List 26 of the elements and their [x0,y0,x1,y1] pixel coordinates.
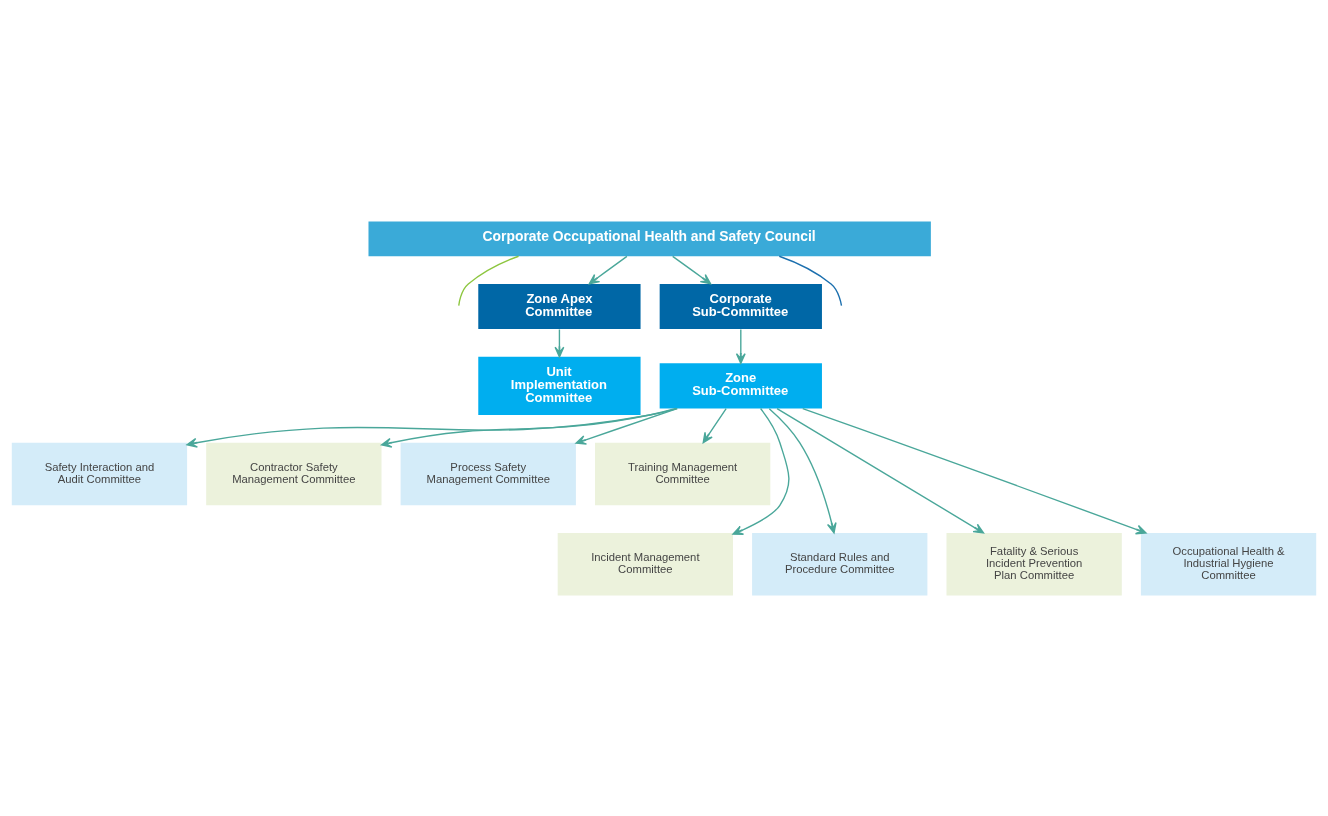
node-box: Unit Implementation Committee [478,356,641,415]
node-box: Occupational Health & Industrial Hygiene Committee [1140,532,1317,596]
arrow [672,255,712,284]
arrow [702,407,727,443]
node-box: Safety Interaction and Audit Committee [11,442,188,505]
arrow [588,255,628,284]
node-box: Process Safety Management Committee [400,442,576,505]
arrow [732,407,790,535]
arrow [768,407,837,534]
connector [778,255,843,306]
connector [458,255,520,306]
node-box: Fatality & Serious Incident Prevention Plan Committee [946,532,1122,596]
arrow [380,407,677,448]
arrow [186,407,678,448]
node-box: Contractor Safety Management Committee [206,442,382,505]
arrow [575,407,678,445]
node-box: Zone Apex Committee [478,283,641,329]
node-box: Zone Sub-Committee [659,362,822,408]
node-box: Corporate Sub-Committee [659,283,822,329]
node-box: Corporate Occupational Health and Safety Council [368,220,931,256]
arrow [802,407,1147,534]
arrow [735,328,746,364]
node-box: Training Management Committee [595,442,771,505]
node-box: Standard Rules and Procedure Committee [752,532,928,596]
node-box: Incident Management Committee [557,532,733,596]
arrow [776,407,985,534]
